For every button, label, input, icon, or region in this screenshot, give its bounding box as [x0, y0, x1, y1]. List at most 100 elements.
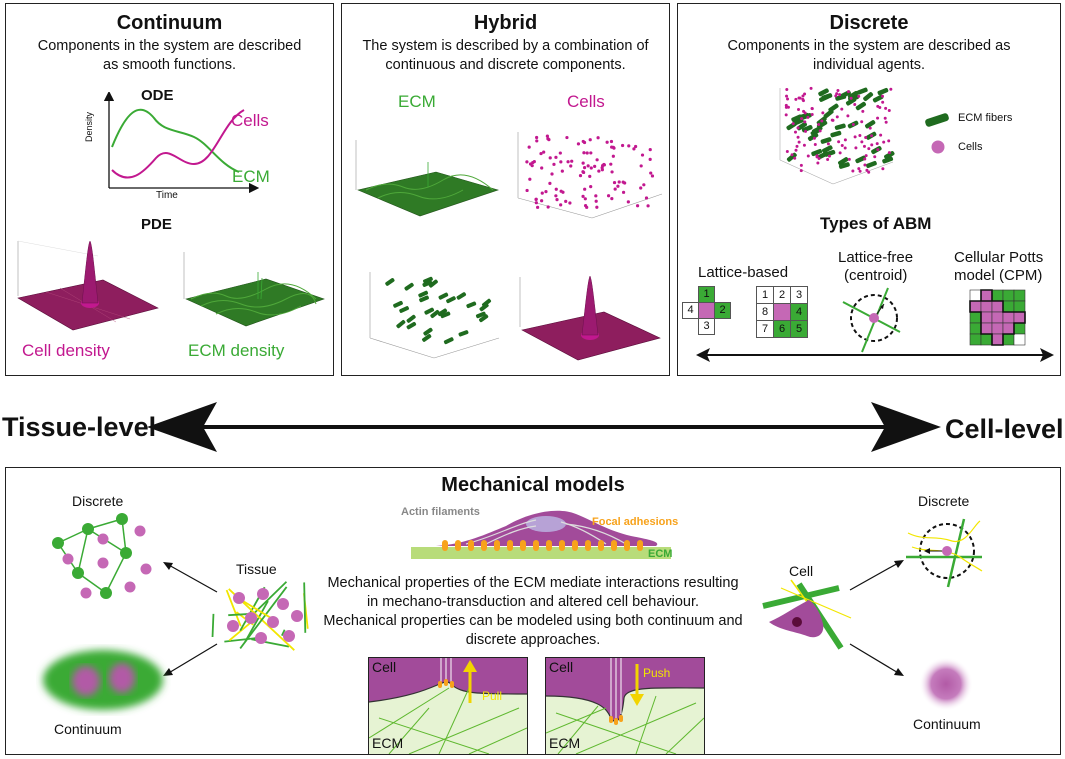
- cell-point: [840, 107, 844, 111]
- lattice-large-cell: 1: [756, 286, 774, 304]
- cell-point: [887, 151, 891, 155]
- cell-point: [555, 198, 559, 202]
- cell-point: [810, 107, 814, 111]
- cell-point: [546, 205, 550, 209]
- ecm-fiber: [838, 162, 850, 169]
- lattice-large-cell: 3: [790, 286, 808, 304]
- cell-point: [806, 154, 810, 158]
- tissue-cell: [257, 588, 269, 600]
- cell-point: [826, 142, 830, 146]
- cell-point: [868, 126, 872, 130]
- cell-point: [588, 174, 592, 178]
- focal-adhesion-cell-illustration: [411, 510, 671, 559]
- cell-point: [540, 191, 544, 195]
- cell-point: [583, 197, 587, 201]
- cell-point: [836, 88, 840, 92]
- cell-point: [849, 96, 853, 100]
- hybrid-title: Hybrid: [473, 12, 538, 34]
- cell-point: [870, 134, 874, 138]
- cell-point: [650, 174, 655, 178]
- ode-label: ODE: [141, 87, 174, 104]
- right-discrete-label: Discrete: [918, 493, 970, 509]
- cell-point: [858, 169, 862, 173]
- hybrid-cells-scatter-plot: [517, 132, 663, 219]
- cell-point: [862, 144, 866, 148]
- right-cell-label: Cell: [789, 563, 814, 579]
- left-discrete-label: Discrete: [72, 493, 124, 509]
- cell-point: [887, 108, 891, 112]
- cell-point: [860, 120, 864, 124]
- hybrid-panel: Hybrid The system is described by a comb…: [341, 3, 670, 376]
- push-label: Push: [643, 666, 671, 680]
- cell-point: [799, 163, 803, 167]
- cell-point: [867, 170, 871, 174]
- lattice-large-cell: 7: [756, 320, 774, 338]
- cell-point: [534, 201, 538, 205]
- cell-point: [527, 145, 531, 149]
- cell-point: [784, 105, 788, 109]
- ecm-fiber: [438, 292, 449, 300]
- cell-point: [840, 144, 844, 148]
- ecm-fiber: [828, 103, 839, 113]
- cell-point: [813, 142, 817, 146]
- cell-point: [540, 166, 544, 170]
- cell-point: [589, 151, 593, 155]
- focal-adhesion: [572, 540, 578, 551]
- focal-adhesion: [442, 540, 448, 551]
- cell-point: [796, 135, 800, 139]
- tissue-mesh-diagram: [211, 581, 309, 651]
- cell-point: [581, 194, 585, 198]
- cell-point: [525, 160, 529, 164]
- focal-adhesion: [494, 540, 500, 551]
- cell-point: [613, 187, 617, 191]
- cell-point: [594, 199, 598, 203]
- tissue-cell: [291, 610, 303, 622]
- cell-point: [820, 119, 824, 123]
- cell-point: [818, 129, 822, 133]
- cell-point: [559, 203, 563, 207]
- mechanical-models-title: Mechanical models: [441, 474, 625, 496]
- cpm-cell-boundary: [969, 289, 1026, 346]
- cell-point: [605, 140, 609, 144]
- ecm-fiber: [478, 314, 489, 323]
- cell-point: [597, 169, 601, 173]
- ecm-fiber: [884, 151, 895, 160]
- cell-point: [843, 138, 847, 142]
- cell-point: [544, 190, 548, 194]
- cell-point: [864, 136, 868, 140]
- cell-point: [606, 194, 611, 198]
- hybrid-description-line2: continuous and discrete components.: [385, 57, 626, 73]
- focal-adhesion: [598, 540, 604, 551]
- arrow-to-right-discrete: [849, 560, 904, 591]
- lattice-large-grid: 1 2 3 8 4 7 6 5: [756, 286, 808, 338]
- push-ecm-label: ECM: [549, 735, 581, 751]
- ecm-fiber: [430, 309, 440, 319]
- ecm-fiber: [440, 311, 451, 319]
- cell-point: [611, 154, 615, 158]
- cell-point: [821, 111, 825, 115]
- ecm-fiber: [800, 113, 812, 120]
- cell-point: [883, 116, 887, 120]
- cell-point: [548, 156, 552, 160]
- pde-ecm-plot: [183, 252, 325, 327]
- cpm-cell: [1002, 311, 1015, 324]
- discrete-description-line1: Components in the system are described a…: [727, 38, 1011, 54]
- lattice-free-label-line1: Lattice-free: [838, 249, 914, 266]
- pull-diagram: [369, 658, 527, 754]
- cell-point: [528, 177, 532, 181]
- cell-point: [853, 103, 857, 107]
- cell-point: [857, 94, 861, 98]
- discrete-description-line2: individual agents.: [812, 57, 926, 73]
- discrete-agents-3d-plot: [779, 86, 895, 185]
- cell-point: [534, 197, 538, 202]
- cell-point: [857, 167, 861, 171]
- cell-point: [525, 188, 529, 193]
- cell-point: [634, 144, 638, 149]
- right-continuum-label: Continuum: [913, 716, 981, 732]
- hybrid-ecm-fibers-plot: [369, 272, 500, 359]
- cell-point: [635, 204, 640, 208]
- lattice-based-label: Lattice-based: [698, 264, 789, 281]
- cpm-cell: [980, 311, 993, 324]
- lattice-large-cell: 5: [790, 320, 808, 338]
- cell-point: [582, 151, 586, 155]
